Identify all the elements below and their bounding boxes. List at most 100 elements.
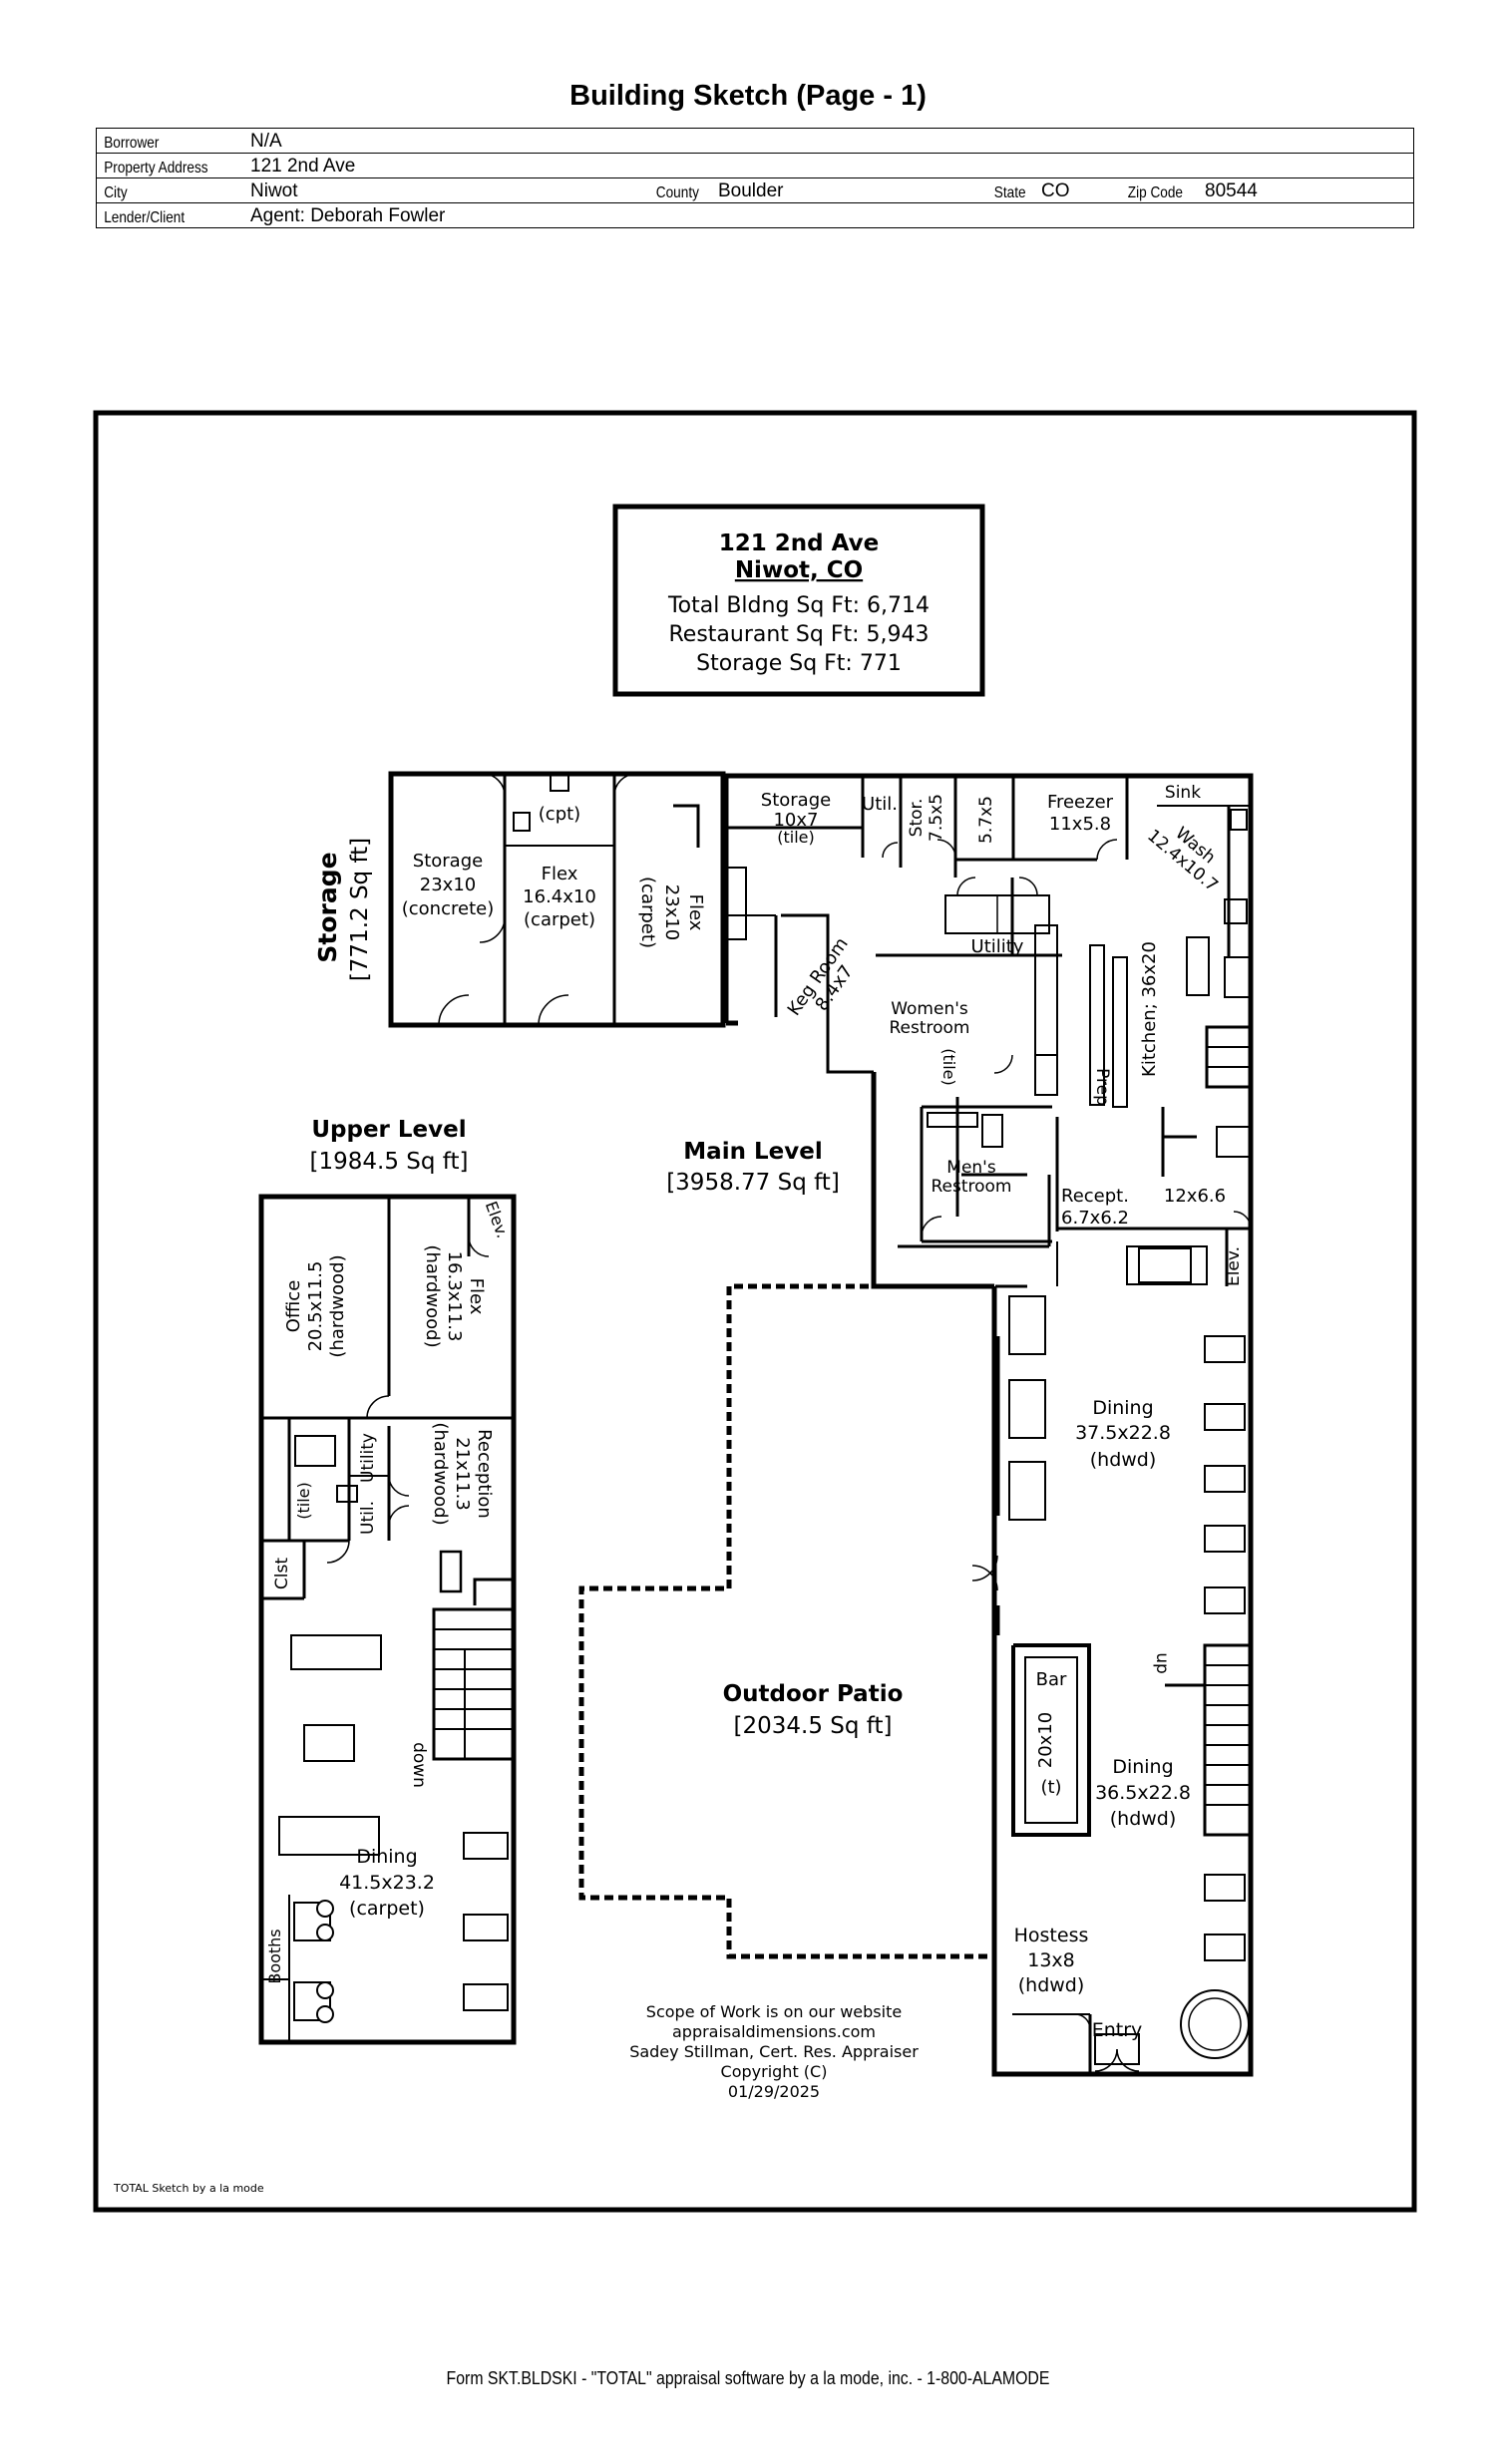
page-footer: Form SKT.BLDSKI - "TOTAL" appraisal soft…	[446, 2368, 1050, 2388]
storage-room-a-floor: (concrete)	[402, 898, 494, 919]
flex-room-c-floor: (hardwood)	[422, 1244, 443, 1347]
lender-label: Lender/Client	[96, 202, 222, 228]
summary-storage: Storage Sq Ft: 771	[696, 651, 902, 676]
dining-room-c: Dining	[356, 1846, 417, 1868]
flex-room-c: Flex	[466, 1278, 487, 1315]
dining-room-a: Dining	[1092, 1397, 1153, 1419]
down-label: down	[409, 1742, 429, 1788]
utility-room-a: Utility	[971, 936, 1024, 957]
up-label: up	[1152, 1652, 1172, 1674]
main-level-sqft: [3958.77 Sq ft]	[666, 1170, 840, 1196]
summary-address: 121 2nd Ave	[719, 530, 879, 556]
city-value: Niwot	[244, 177, 649, 203]
storage-room-b: Storage	[761, 790, 831, 811]
flex-room-a: Flex	[542, 864, 578, 884]
note-scope: Scope of Work is on our website	[646, 2002, 902, 2021]
main-level-walls	[723, 773, 1254, 2077]
lender-value: Agent: Deborah Fowler	[244, 202, 1414, 228]
dining-room-a-dims: 37.5x22.8	[1075, 1422, 1171, 1444]
state-label: State	[987, 177, 1028, 203]
mens-restroom: Men's	[946, 1158, 996, 1178]
kitchen-room: Kitchen; 36x20	[1139, 941, 1160, 1077]
flex-room-b: Flex	[685, 894, 706, 931]
main-level-title: Main Level	[683, 1139, 822, 1165]
reception-room-floor: (hardwood)	[430, 1422, 451, 1525]
lender-row: Lender/Client Agent: Deborah Fowler	[96, 202, 1414, 228]
womens-restroom: Women's	[891, 999, 968, 1019]
flex-room-a-floor: (carpet)	[524, 909, 595, 930]
elev-label-a: Elev.	[1224, 1246, 1244, 1286]
freezer-room: Freezer	[1047, 792, 1114, 813]
address-row: Property Address 121 2nd Ave	[96, 153, 1414, 178]
bar-room: Bar	[1036, 1669, 1067, 1690]
summary-box	[612, 504, 985, 697]
office-room: Office	[283, 1280, 304, 1333]
borrower-row: Borrower N/A	[96, 128, 1414, 154]
upper-level-title: Upper Level	[311, 1117, 466, 1143]
note-copyright: Copyright (C)	[721, 2062, 828, 2081]
flex-room-b-floor: (carpet)	[637, 877, 658, 948]
room-126: 12x6.6	[1164, 1186, 1226, 1207]
borrower-label: Borrower	[96, 128, 222, 154]
storage-area-title: Storage	[313, 852, 342, 962]
elev-label-b: Elev.	[482, 1199, 513, 1240]
clst-label: Clst	[272, 1558, 292, 1589]
util-room-b: Util.	[358, 1501, 378, 1535]
state-value: CO	[1035, 177, 1121, 203]
hostess-room-floor: (hdwd)	[1018, 1974, 1085, 1996]
utility-room-b: Utility	[358, 1433, 378, 1483]
sketch-frame	[93, 410, 1417, 2213]
county-value: Boulder	[712, 177, 987, 203]
summary-restaurant: Restaurant Sq Ft: 5,943	[668, 622, 929, 647]
freezer-room-dims: 11x5.8	[1049, 814, 1111, 835]
flex-room-c-dims: 16.3x11.3	[444, 1251, 465, 1342]
address-value: 121 2nd Ave	[244, 153, 1414, 178]
tile-label-a: (tile)	[939, 1048, 958, 1086]
upper-dining-furniture	[278, 1634, 509, 2023]
borrower-value: N/A	[244, 128, 1414, 154]
prep-label: Prep	[1092, 1068, 1112, 1106]
office-room-dims: 20.5x11.5	[305, 1261, 326, 1352]
sink-label: Sink	[1165, 783, 1201, 803]
upper-level-walls	[258, 1194, 517, 2045]
reception-room-dims: 21x11.3	[452, 1437, 473, 1511]
dining-room-b-dims: 36.5x22.8	[1095, 1782, 1191, 1804]
cpt-label: (cpt)	[539, 804, 580, 825]
recept-room-dims: 6.7x6.2	[1061, 1208, 1129, 1229]
booths-label: Booths	[265, 1929, 284, 1983]
zip-label: Zip Code	[1121, 177, 1188, 203]
note-website: appraisaldimensions.com	[672, 2022, 876, 2041]
patio-outline	[578, 1283, 994, 1959]
upper-level-sqft: [1984.5 Sq ft]	[310, 1149, 469, 1175]
county-label: County	[649, 177, 703, 203]
dining-room-c-dims: 41.5x23.2	[339, 1872, 435, 1894]
reception-room: Reception	[474, 1429, 495, 1519]
patio-sqft: [2034.5 Sq ft]	[734, 1713, 893, 1739]
hostess-room-dims: 13x8	[1027, 1949, 1075, 1971]
storage-room-a-dims: 23x10	[420, 875, 476, 895]
patio-title: Outdoor Patio	[723, 1681, 904, 1707]
property-info-table: Borrower N/A Property Address 121 2nd Av…	[96, 128, 1414, 228]
main-dining-furniture	[1008, 1247, 1246, 1961]
storage-room-b-dims: 10x7	[773, 810, 818, 831]
summary-total: Total Bldng Sq Ft: 6,714	[667, 593, 930, 618]
note-date: 01/29/2025	[728, 2082, 820, 2101]
util-room-a: Util.	[862, 794, 898, 815]
dining-room-b-floor: (hdwd)	[1110, 1808, 1177, 1830]
note-appraiser: Sadey Stillman, Cert. Res. Appraiser	[629, 2042, 919, 2061]
recept-room: Recept.	[1061, 1186, 1129, 1207]
hostess-room: Hostess	[1014, 1925, 1089, 1946]
small-room-57: 5.7x5	[976, 796, 996, 844]
summary-city: Niwot, CO	[735, 557, 863, 583]
bar-room-dims: 20x10	[1035, 1712, 1056, 1768]
tile-label-b: (tile)	[294, 1482, 313, 1520]
software-note: TOTAL Sketch by a la mode	[113, 2182, 264, 2195]
stor-room-dims: 7.5x5	[927, 794, 946, 842]
city-row: City Niwot County Boulder State CO Zip C…	[96, 177, 1414, 203]
storage-building	[388, 771, 726, 1028]
storage-room-a: Storage	[413, 851, 483, 872]
flex-room-b-dims: 23x10	[661, 884, 682, 940]
page-title: Building Sketch (Page - 1)	[569, 80, 927, 112]
office-room-floor: (hardwood)	[327, 1254, 348, 1357]
